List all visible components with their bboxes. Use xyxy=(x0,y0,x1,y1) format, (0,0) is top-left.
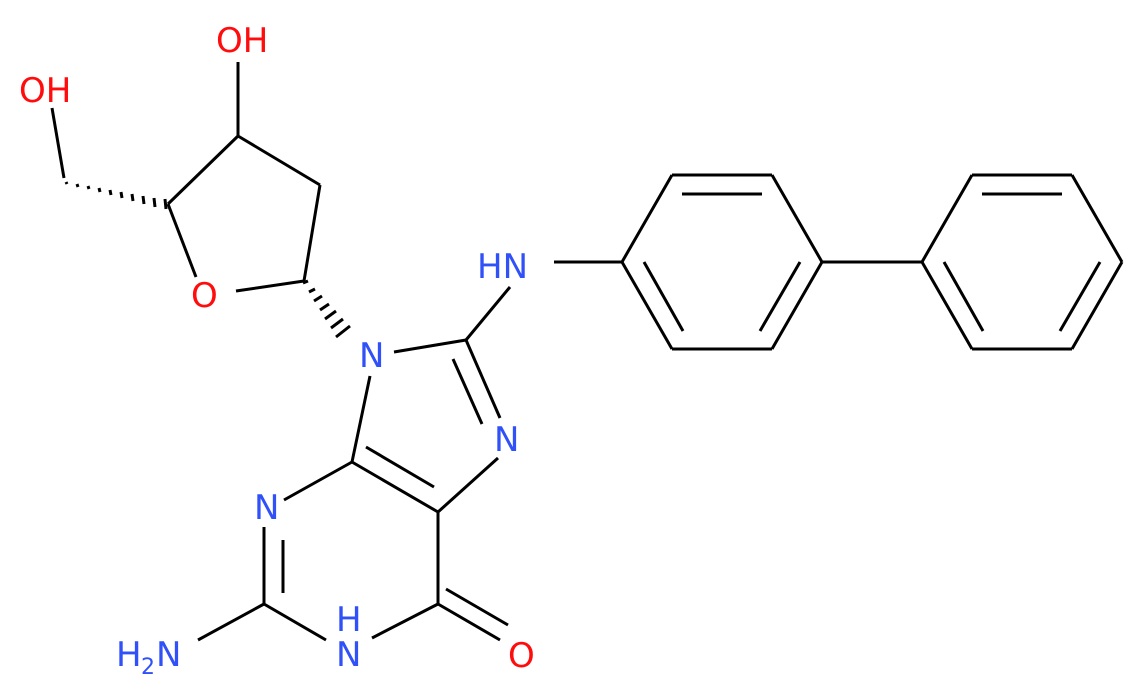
bond-inner xyxy=(758,261,802,332)
phenyl-ring-b xyxy=(920,173,1124,351)
hash xyxy=(324,309,337,321)
hashed-wedge-c1-n9 xyxy=(302,279,351,339)
bond-c5-oh xyxy=(50,107,66,179)
atom-label-n3: N xyxy=(254,488,279,528)
purine-ring xyxy=(197,338,509,642)
bond-c2-c1 xyxy=(302,184,322,282)
atom-label-o-ring: O xyxy=(191,276,218,316)
bond xyxy=(920,261,974,350)
bond xyxy=(1070,261,1124,350)
bond xyxy=(770,261,824,350)
hash xyxy=(64,181,69,185)
hash xyxy=(86,185,91,190)
bond-inner xyxy=(1058,261,1102,332)
bond-inner xyxy=(942,261,985,332)
bond xyxy=(620,174,674,263)
atom-label-oh-hydroxymethyl: OH xyxy=(19,71,71,111)
bond-c8-n7-inner xyxy=(451,358,484,425)
atom-label-nh-amino: HN xyxy=(477,247,528,287)
bond xyxy=(920,174,974,263)
hash xyxy=(319,302,330,312)
bond xyxy=(620,261,674,350)
bond-c6-o-inner xyxy=(445,587,509,627)
bond-c6-o-outer xyxy=(437,602,501,642)
atom-label-n1-h: H xyxy=(336,600,362,640)
hash xyxy=(119,191,124,199)
atom-label-oh-ring: OH xyxy=(216,21,268,61)
bond-o-c4 xyxy=(166,203,198,278)
hash xyxy=(330,317,344,330)
sugar-ring xyxy=(50,62,322,293)
bond-c4-c3 xyxy=(166,134,240,206)
bond-c2-n1 xyxy=(263,602,327,642)
atom-label-nh2-n: N xyxy=(156,635,181,675)
bond-n1-c6 xyxy=(371,602,439,640)
hash xyxy=(75,183,80,188)
bond-n9-c8 xyxy=(393,338,467,354)
hash xyxy=(302,279,309,285)
atom-label-n7: N xyxy=(494,420,519,460)
hash xyxy=(130,193,135,202)
hash xyxy=(308,287,316,294)
phenyl-ring-a xyxy=(620,173,824,351)
hash xyxy=(152,197,157,208)
hash xyxy=(313,294,323,303)
bond-c8-nh xyxy=(464,286,512,341)
hashed-wedge-c4-c5 xyxy=(64,181,168,210)
atom-label-n1: N xyxy=(336,635,361,675)
atom-label-carbonyl-o: O xyxy=(508,636,535,676)
bond-c8-n7-outer xyxy=(464,339,502,419)
bond-c4-n9 xyxy=(350,375,372,463)
bond-n7-c5 xyxy=(436,456,500,514)
hash xyxy=(97,187,102,193)
bond-c4-n3 xyxy=(283,460,353,502)
atom-label-nh2-subscript: 2 xyxy=(141,655,155,680)
bond-c1-o xyxy=(235,279,305,293)
bond xyxy=(1070,174,1124,263)
hash xyxy=(335,324,351,339)
atom-label-n9: N xyxy=(359,336,384,376)
bond-c4-c5-outer xyxy=(351,460,439,514)
hash xyxy=(108,189,113,196)
hash xyxy=(163,198,168,210)
bond-c4-c5-inner xyxy=(365,445,435,489)
bond-c2-nh2 xyxy=(197,602,265,642)
atom-label-nh2-h: H xyxy=(116,635,142,675)
hash xyxy=(141,195,146,205)
bond-inner xyxy=(642,261,685,332)
bond xyxy=(770,174,824,263)
bond-c3-c2 xyxy=(237,134,321,187)
